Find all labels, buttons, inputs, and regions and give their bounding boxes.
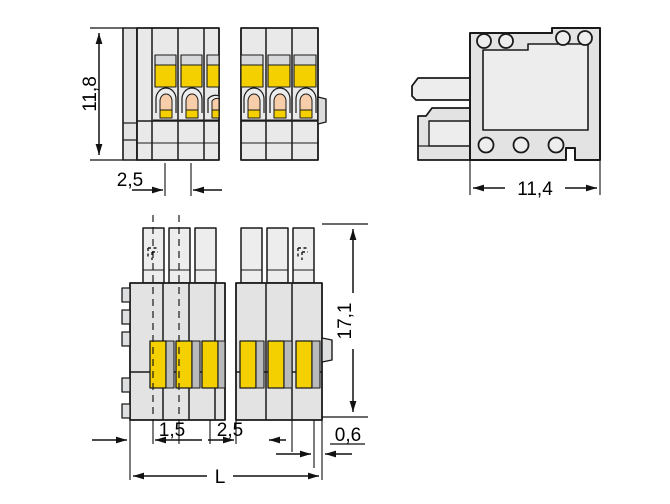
plan-lug-3: [121, 331, 131, 347]
dimension-L: L: [133, 462, 319, 488]
dimension-11-4: 11,4: [469, 160, 601, 200]
plan-contact-shade-2: [191, 340, 201, 389]
pole3-yellow-window: [206, 64, 220, 88]
pole-3-right: [293, 54, 318, 121]
plan-pin-r2: [266, 227, 289, 284]
pole2-grey-window: [180, 54, 203, 66]
dimension-11-8: 11,8: [80, 27, 123, 161]
dimension-label-L: L: [215, 467, 226, 488]
pole1-grey-window: [154, 54, 177, 66]
plan-contact-r2: [267, 340, 285, 389]
poler2-yellow-window: [267, 64, 291, 88]
pole-1-right: [240, 54, 266, 121]
plan-right-latch-tab: [321, 337, 333, 363]
plan-contact-shade-r3: [311, 340, 321, 389]
pole3-lever-yellow: [211, 109, 220, 119]
dim171-text-mask: [341, 293, 365, 349]
plan-view-left-connector: [121, 215, 226, 421]
pole1-lever-yellow: [159, 109, 173, 119]
pin-hole-top-2: [498, 33, 514, 49]
plan-lug-2: [121, 309, 131, 325]
pole-2-right: [267, 54, 292, 121]
poler1-yellow-window: [240, 64, 264, 88]
poler1-grey-window: [240, 54, 264, 66]
dimension-2-5-bottom: 2,5: [208, 420, 243, 444]
pole1-yellow-window: [154, 64, 177, 88]
poler1-lever-orange: [247, 93, 261, 113]
bottom-extension-lines: [129, 420, 323, 480]
plan-lug-5: [121, 403, 131, 419]
front-view-right-connector: [240, 27, 327, 161]
pin-hole-bottom-3: [547, 136, 565, 154]
plan-lug-1: [121, 287, 131, 303]
pole-3-left: [205, 54, 220, 121]
plan-contact-shade-r2: [283, 340, 293, 389]
pole3-grey-window: [206, 54, 220, 66]
poler1-lever-yellow: [247, 109, 261, 119]
poler2-lever-yellow: [273, 109, 287, 119]
plan-contact-r1: [239, 340, 257, 389]
dimension-label-2-5-top: 2,5: [117, 170, 143, 191]
pole2-lever-orange: [185, 93, 199, 113]
plan-pin-r3: [292, 227, 315, 284]
side-clamp-inner: [428, 120, 471, 147]
dimension-2-5-top: 2,5: [117, 163, 222, 196]
pin-hole-top-1: [476, 33, 492, 49]
dim114-text-mask: [505, 176, 565, 200]
poler3-yellow-window: [293, 64, 317, 88]
front-view-left-connector: [122, 27, 220, 161]
pin-hole-top-4: [577, 30, 593, 46]
dimension-1-5: 1,5: [155, 420, 202, 444]
dimension-label-0-6: 0,6: [335, 425, 361, 446]
plan-contact-shade-r1: [255, 340, 265, 389]
dimension-0-6: 0,6: [269, 425, 365, 458]
poler3-grey-window: [293, 54, 317, 66]
side-view-connector: [411, 27, 601, 161]
pole3-lever-orange: [211, 97, 220, 113]
right-latch-tab: [317, 96, 327, 125]
plan-pin-r1: [240, 227, 263, 284]
poler2-grey-window: [267, 54, 291, 66]
dimension-17-1: 17,1: [322, 223, 368, 418]
pin-hole-bottom-2: [512, 136, 530, 154]
plan-view-right-connector: [235, 227, 333, 421]
side-inner-panel: [482, 43, 589, 131]
plan-pin-3: [194, 227, 217, 284]
plan-contact-shade-3: [217, 340, 226, 389]
pole2-lever-yellow: [185, 109, 199, 119]
poler3-lever-yellow: [299, 109, 313, 119]
dimension-label-11-8: 11,8: [80, 76, 101, 112]
plan-contact-shade-1: [165, 340, 175, 389]
plan-contact-3: [201, 340, 219, 389]
plan-contact-r3: [295, 340, 313, 389]
pole1-lever-orange: [159, 93, 173, 113]
dimL-text-mask: [207, 462, 233, 486]
poler2-lever-orange: [273, 93, 287, 113]
dimension-label-2-5-bottom: 2,5: [217, 420, 243, 441]
dimension-label-1-5: 1,5: [159, 420, 185, 441]
dimension-label-17-1: 17,1: [335, 303, 356, 340]
pin-hole-bottom-1: [477, 136, 495, 154]
pole2-yellow-window: [180, 64, 203, 88]
pin-hole-top-3: [555, 30, 571, 46]
poler3-lever-orange: [299, 93, 313, 113]
pole-1-left: [153, 54, 178, 121]
side-lever-blade: [411, 77, 471, 101]
dimension-label-11-4: 11,4: [517, 179, 553, 200]
plan-lug-4: [121, 377, 131, 393]
pole-2-left: [179, 54, 204, 121]
